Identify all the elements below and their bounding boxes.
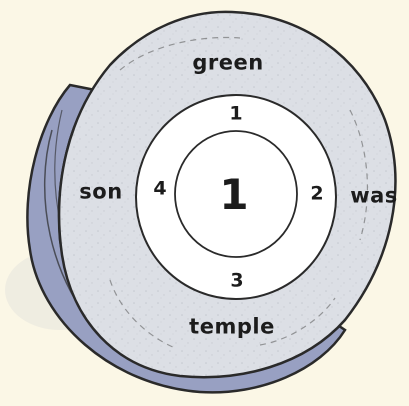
center-number: 1	[219, 174, 248, 216]
ring-number-left: 4	[153, 180, 166, 199]
word-left: son	[79, 182, 122, 203]
word-right: was	[350, 186, 398, 207]
ring-number-right: 2	[310, 185, 323, 204]
word-top: green	[192, 53, 263, 74]
ring-number-bottom: 3	[230, 272, 243, 291]
word-bottom: temple	[189, 317, 275, 338]
ring-number-top: 1	[229, 105, 242, 124]
